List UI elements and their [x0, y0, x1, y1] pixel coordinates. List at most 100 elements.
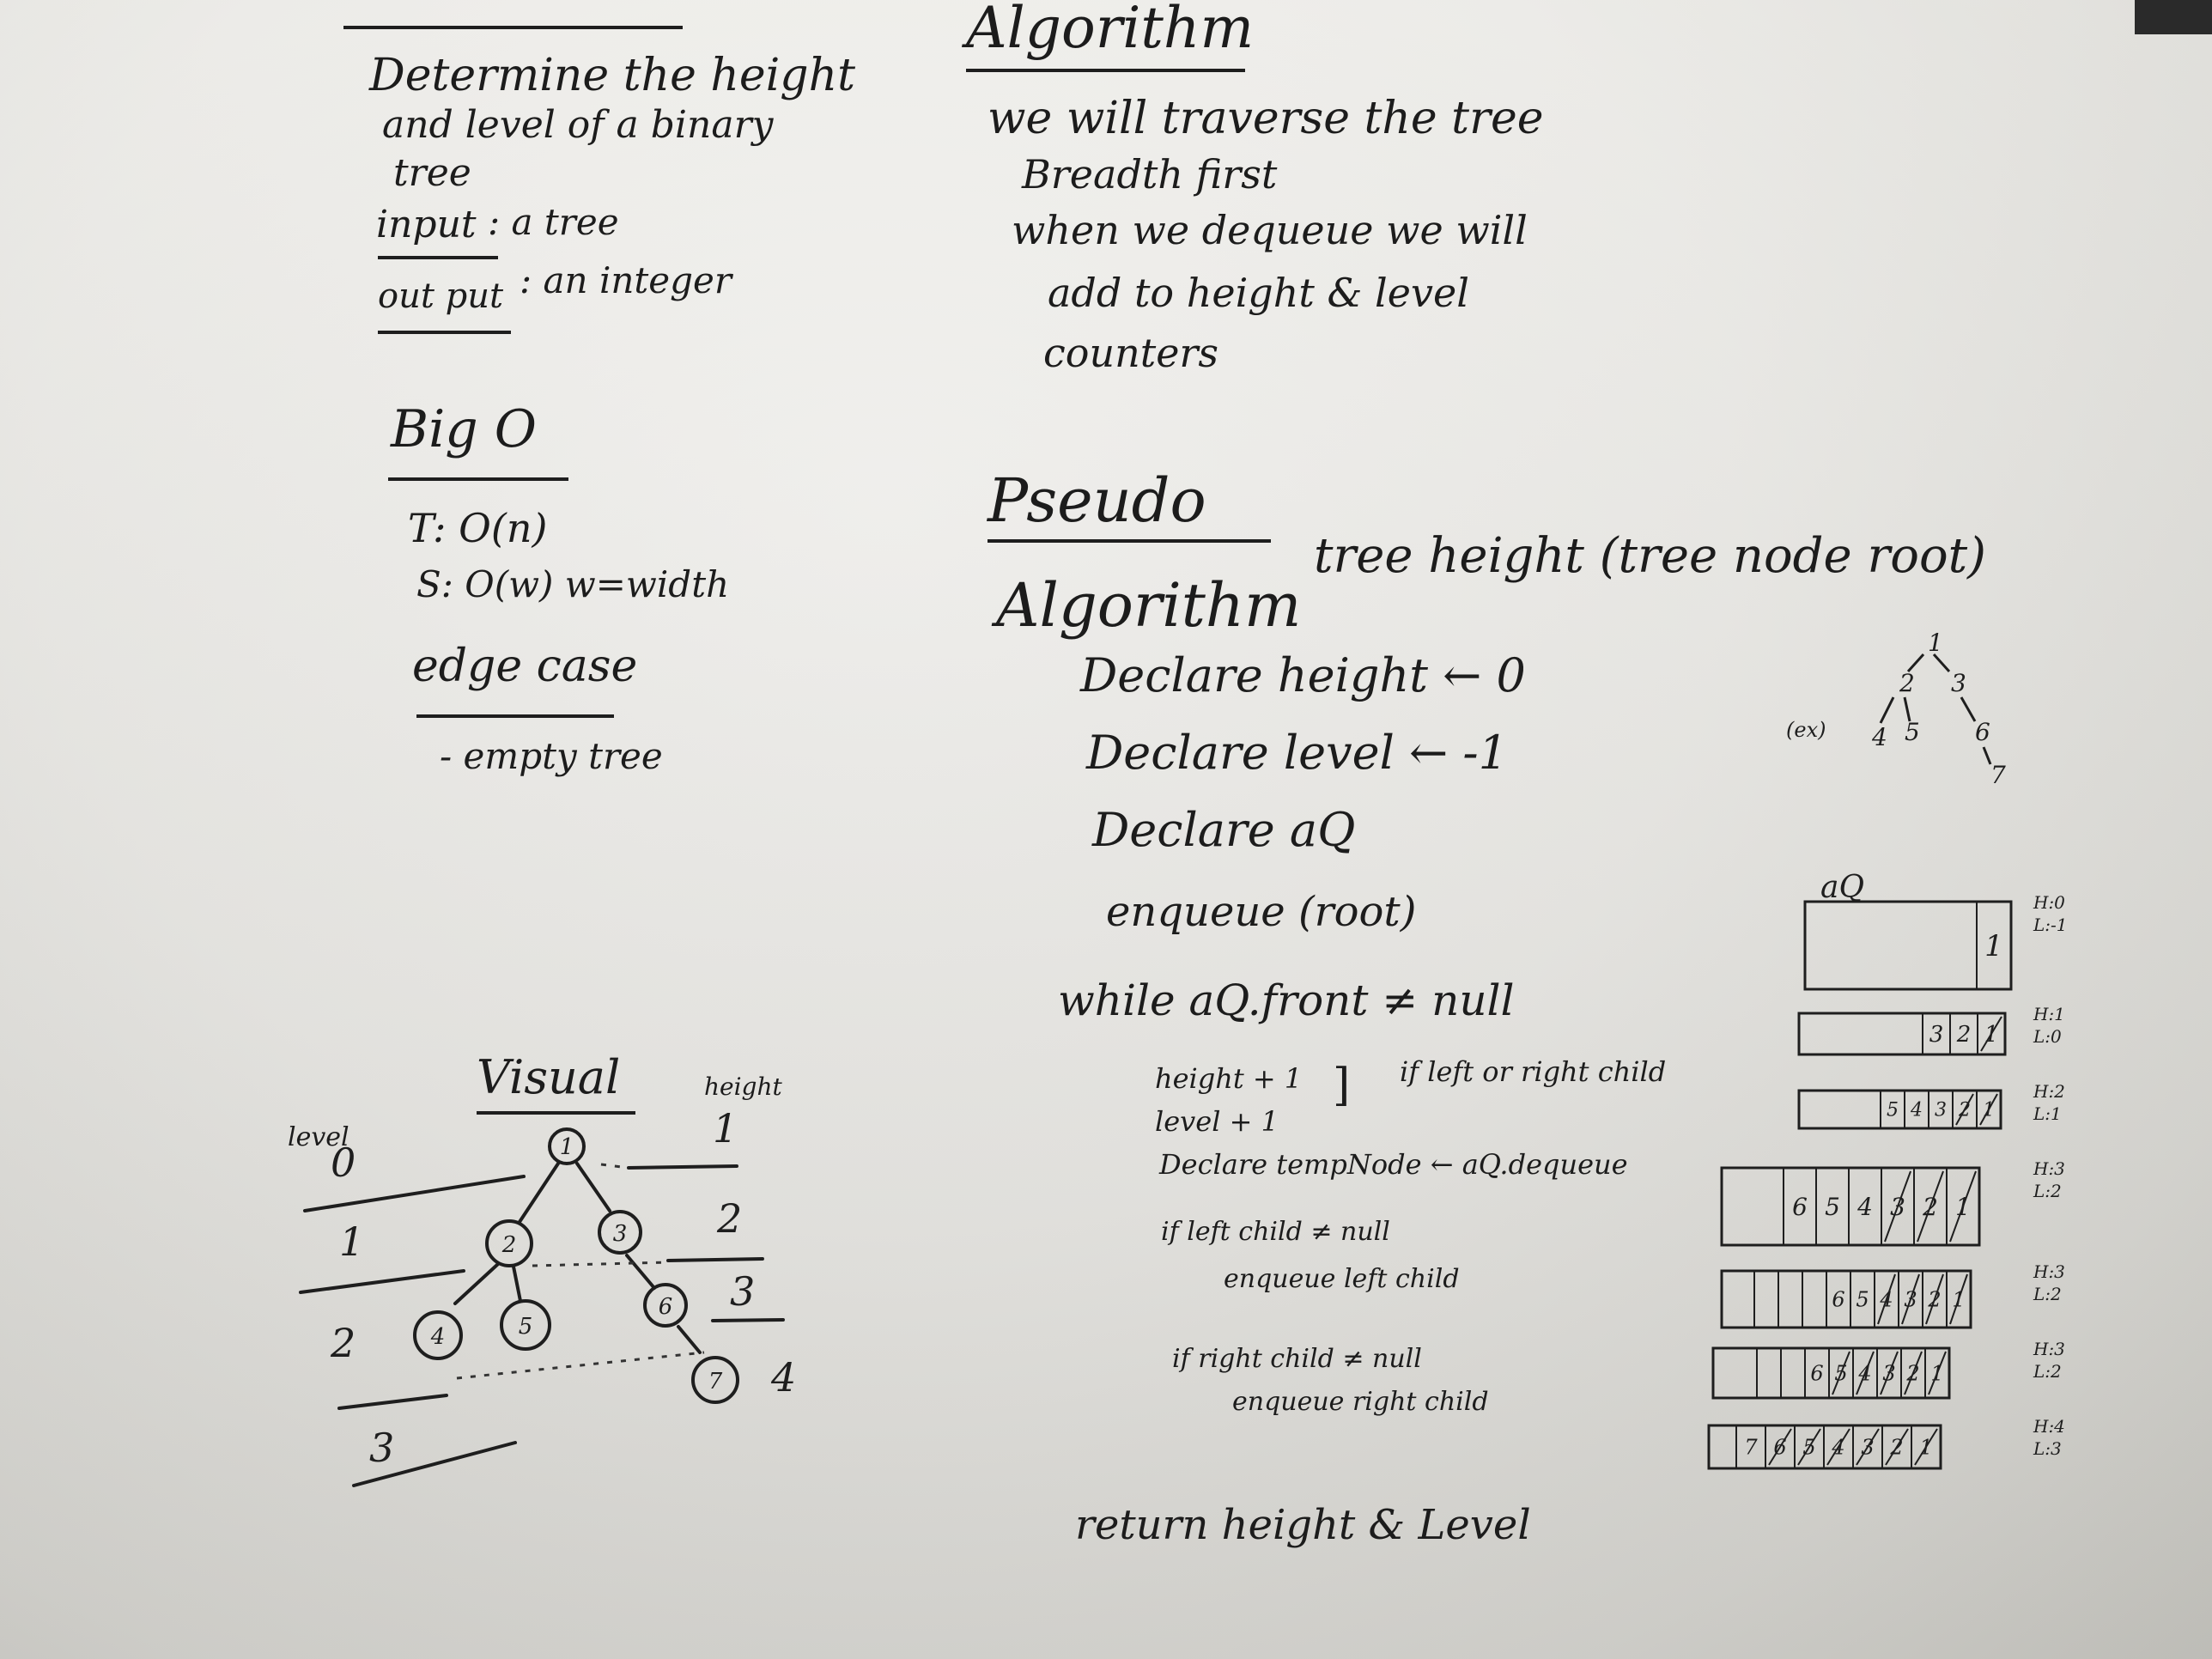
queue-state-label: L:2	[2033, 1284, 2062, 1304]
mini-tree-node: 4	[1871, 723, 1887, 751]
level-divider	[337, 1394, 448, 1410]
queue-cell-strike	[1768, 1428, 1792, 1466]
enqueue-root: enqueue (root)	[1106, 888, 1417, 936]
level-number: 1	[339, 1218, 364, 1265]
queue-cell-strike	[1797, 1428, 1821, 1466]
input-underline	[378, 256, 498, 259]
queue-cell-strike	[1901, 1273, 1920, 1325]
visual-underline	[477, 1111, 635, 1115]
queue-state-label: L:-1	[2033, 915, 2068, 935]
declare-height: Declare height ← 0	[1080, 648, 1526, 702]
board-frame-corner	[2135, 0, 2212, 34]
queue-state-label: H:2	[2033, 1081, 2065, 1102]
dotted-guide	[532, 1261, 669, 1267]
problem-line-2: and level of a binary	[382, 103, 774, 147]
while-line: while aQ.front ≠ null	[1058, 975, 1515, 1025]
queue-state-label: H:0	[2033, 892, 2065, 913]
level-divider	[303, 1175, 526, 1212]
dotted-guide	[600, 1163, 629, 1170]
output-label: out put	[378, 276, 504, 316]
algorithm-title: Algorithm	[966, 0, 1255, 61]
height-divider	[627, 1164, 738, 1170]
tree-node-2	[485, 1219, 533, 1267]
algorithm-underline	[966, 69, 1245, 72]
top-left-rule	[343, 26, 683, 29]
height-increment: height + 1	[1155, 1062, 1303, 1095]
visual-level-header: level	[288, 1122, 349, 1152]
tree-node-5	[500, 1299, 551, 1351]
tree-edge	[575, 1162, 611, 1212]
input-value: : a tree	[488, 201, 619, 243]
queue-cell-value: 5	[1856, 1287, 1869, 1311]
mini-tree-edge	[1982, 746, 1992, 765]
queue-cell-value: 1	[1984, 929, 2003, 963]
mini-tree-edge	[1960, 696, 1977, 722]
pseudo-underline	[988, 539, 1271, 543]
queue-state-label: L:2	[2033, 1361, 2062, 1382]
queue-state-label: H:3	[2033, 1158, 2065, 1179]
queue-box	[1797, 1089, 2002, 1130]
queue-cell-strike	[1856, 1351, 1875, 1395]
level-number: 3	[369, 1425, 394, 1471]
queue-cell-strike	[1884, 1170, 1911, 1243]
height-divider	[666, 1257, 764, 1262]
tree-node-label: 6	[659, 1294, 673, 1320]
queue-cell-value: 4	[1910, 1100, 1923, 1121]
algorithm-line-4: add to height & level	[1048, 270, 1469, 316]
queue-cell-strike	[1904, 1351, 1923, 1395]
tree-node-label: 4	[430, 1324, 446, 1350]
queue-state-label: L:2	[2033, 1181, 2062, 1201]
bracket-mark: ]	[1333, 1060, 1351, 1111]
if-child-condition: if left or right child	[1400, 1055, 1667, 1088]
level-divider	[299, 1269, 465, 1294]
mini-tree: 1 2 3 4 5 6 7 (ex)	[1786, 629, 2006, 789]
tree-node-label: 1	[560, 1134, 574, 1160]
tree-node-label: 2	[501, 1232, 517, 1258]
queue-state-label: H:4	[2033, 1416, 2065, 1437]
tree-node-4	[413, 1310, 463, 1360]
queue-label: aQ	[1820, 870, 1864, 905]
tree-edge	[453, 1262, 500, 1305]
queue-cell-strike	[1914, 1428, 1938, 1466]
output-value: : an integer	[520, 259, 732, 301]
big-o-title: Big O	[391, 399, 537, 459]
queue-box	[1720, 1166, 1981, 1247]
enqueue-left-child: enqueue left child	[1224, 1264, 1460, 1294]
queue-state-label: L:0	[2033, 1026, 2062, 1047]
queue-cell-value: 5	[1887, 1100, 1899, 1121]
queue-cell-strike	[1856, 1428, 1880, 1466]
big-o-underline	[388, 477, 568, 481]
edge-case-item: - empty tree	[440, 735, 663, 777]
queue-box	[1797, 1012, 2007, 1056]
return-line: return height & Level	[1075, 1501, 1531, 1549]
queue-cell-value: 4	[1856, 1193, 1873, 1221]
mini-tree-edge	[1906, 653, 1925, 673]
height-number: 4	[770, 1354, 796, 1401]
mini-tree-node: 6	[1975, 718, 1990, 746]
tree-node-label: 7	[708, 1369, 723, 1395]
mini-tree-node: 5	[1905, 718, 1920, 746]
tree-node-label: 5	[519, 1314, 533, 1340]
problem-line-1: Determine the height	[369, 50, 855, 101]
visual-title: Visual	[477, 1050, 621, 1104]
enqueue-right-child: enqueue right child	[1232, 1387, 1489, 1417]
tree-node-3	[598, 1210, 642, 1255]
declare-queue: Declare aQ	[1092, 803, 1356, 857]
queue-cell-strike	[1826, 1428, 1850, 1466]
dotted-guide	[456, 1351, 705, 1380]
queue-cell-value: 6	[1810, 1361, 1823, 1385]
queue-cell-strike	[1949, 1170, 1977, 1243]
mini-tree-node: 3	[1951, 669, 1966, 697]
queue-state-label: H:3	[2033, 1339, 2065, 1359]
level-divider	[352, 1441, 517, 1487]
mini-tree-edge	[1932, 653, 1951, 673]
height-number: 1	[713, 1105, 738, 1152]
tree-edge	[512, 1265, 522, 1303]
if-left-child: if left child ≠ null	[1161, 1217, 1390, 1247]
edge-case-title: edge case	[412, 641, 638, 692]
height-number: 2	[716, 1195, 742, 1242]
tree-node-1	[548, 1127, 586, 1165]
tree-node-7	[691, 1356, 739, 1404]
time-complexity: T: O(n)	[408, 505, 548, 551]
